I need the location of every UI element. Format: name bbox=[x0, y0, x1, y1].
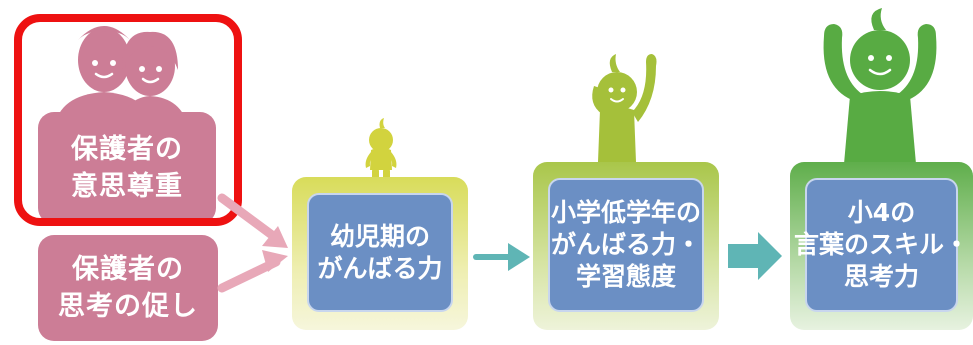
stage-lower-elementary-panel: 小学低学年の がんばる力・ 学習態度 bbox=[548, 178, 704, 312]
stage1-line-2: がんばる力 bbox=[317, 253, 443, 283]
parent-respect-line-2: 意思尊重 bbox=[71, 171, 183, 202]
stage2-line-3: 学習態度 bbox=[575, 262, 676, 291]
parent-encourage-box: 保護者の 思考の促し bbox=[38, 235, 218, 341]
stage3-line-2: 言葉のスキル・ bbox=[794, 230, 970, 259]
stage-fourth-grade-panel: 小4の 言葉のスキル・ 思考力 bbox=[794, 178, 969, 312]
parent-respect-box: 保護者の 意思尊重 bbox=[38, 112, 216, 224]
arrow-respect-head bbox=[262, 226, 288, 248]
stage-fourth-grade: 小4の 言葉のスキル・ 思考力 bbox=[790, 162, 973, 330]
arrow-respect-line bbox=[217, 193, 281, 243]
parent-respect-line-1: 保護者の bbox=[71, 134, 183, 165]
stage2-line-1: 小学低学年の bbox=[550, 198, 701, 227]
arrow-encourage-head bbox=[262, 250, 288, 272]
stage-early-childhood-panel: 幼児期の がんばる力 bbox=[307, 193, 453, 312]
parent-encourage-line-2: 思考の促し bbox=[58, 291, 198, 322]
stage-early-childhood: 幼児期の がんばる力 bbox=[292, 177, 468, 330]
parent-encourage-line-1: 保護者の bbox=[72, 254, 184, 285]
stage2-line-2: がんばる力・ bbox=[550, 230, 701, 259]
stage3-line-3: 思考力 bbox=[843, 262, 919, 291]
stage3-line-1: 小4の bbox=[847, 198, 916, 227]
highlight-frame bbox=[14, 14, 242, 226]
stage1-line-1: 幼児期の bbox=[329, 221, 430, 251]
stage-lower-elementary: 小学低学年の がんばる力・ 学習態度 bbox=[533, 162, 719, 330]
